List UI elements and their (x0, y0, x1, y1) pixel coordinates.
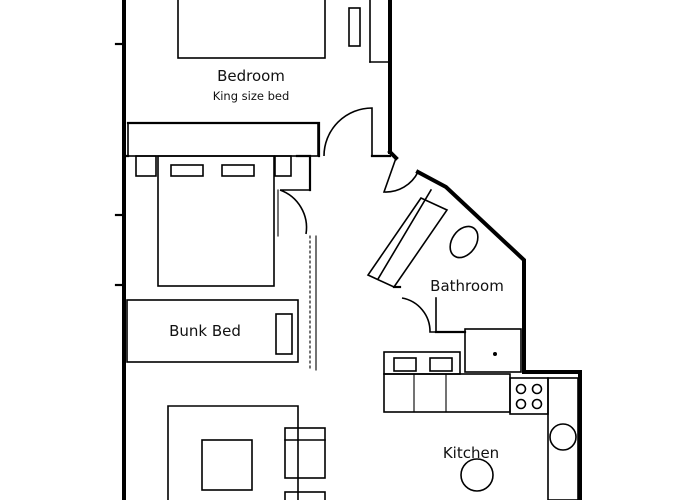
bathroom: Bathroom (366, 157, 522, 373)
bedroom-sublabel: King size bed (213, 89, 290, 103)
second-bedroom-wall (295, 154, 312, 192)
coffee-table (201, 439, 253, 491)
bath-tub (366, 196, 449, 289)
side-counter (547, 377, 579, 500)
bunk-area: Bunk Bed (126, 299, 299, 363)
diagonal-right-wall (387, 149, 582, 500)
bunk-ladder (275, 313, 293, 355)
kitchen: Kitchen (383, 351, 579, 500)
kitchen-counter (383, 373, 511, 413)
sofa-outline (167, 405, 299, 500)
living-area (167, 405, 326, 500)
burner (515, 398, 527, 410)
bedroom-lower-wall (122, 121, 392, 158)
sink-basin (393, 357, 417, 372)
washer-dot (493, 352, 497, 356)
nightstand-right (274, 155, 292, 177)
pillow (170, 164, 204, 177)
armchair (284, 427, 326, 479)
bathroom-label: Bathroom (430, 277, 504, 295)
king-bed (177, 0, 326, 59)
round-table (460, 458, 494, 492)
burner (531, 383, 543, 395)
exterior-walls (114, 0, 582, 500)
nightstand-left (135, 155, 157, 177)
bathroom-entry-door[interactable] (382, 157, 419, 193)
second-bedroom-door[interactable] (279, 189, 310, 235)
stove (509, 377, 549, 415)
wardrobe (127, 122, 319, 157)
double-bed (157, 155, 275, 287)
armchair-2 (284, 491, 326, 500)
bathroom-door[interactable] (401, 297, 436, 333)
washer-cabinet (464, 328, 522, 373)
bunk-bed (126, 299, 299, 363)
bedroom-label: Bedroom (217, 67, 285, 85)
toilet (449, 225, 479, 259)
bedroom-door[interactable] (323, 107, 373, 157)
sink-basin (429, 357, 453, 372)
kitchen-label: Kitchen (443, 444, 499, 462)
bunk-label: Bunk Bed (169, 322, 241, 340)
nightstand (348, 7, 361, 47)
second-bedroom (127, 122, 319, 371)
bedroom: Bedroom King size bed (122, 0, 392, 158)
side-sink (549, 423, 577, 451)
burner (531, 398, 543, 410)
burner (515, 383, 527, 395)
pillow (221, 164, 255, 177)
tub-inner-line (376, 188, 433, 281)
